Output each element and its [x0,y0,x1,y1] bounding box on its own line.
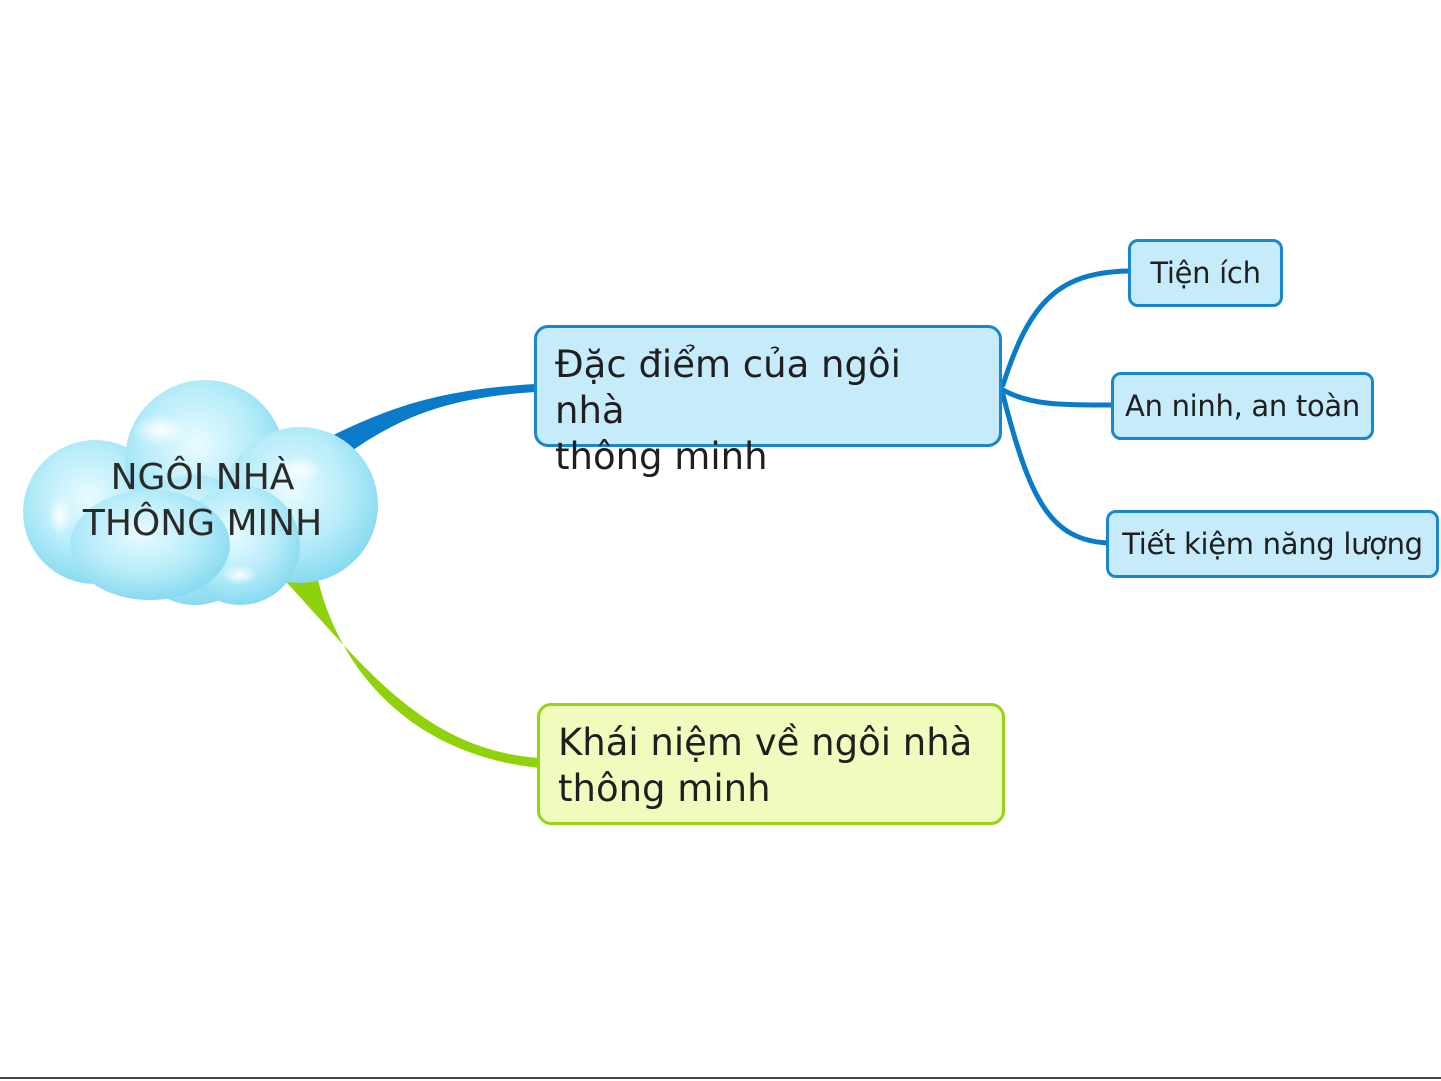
subtopic-security-safety[interactable]: An ninh, an toàn [1111,372,1374,440]
central-topic-label: NGÔI NHÀ THÔNG MINH [40,455,365,547]
subtopic-energy-saving[interactable]: Tiết kiệm năng lượng [1106,510,1439,578]
bottom-divider [0,1077,1441,1079]
leaf-connector-1 [1003,271,1130,385]
branch-connector-concept [275,570,540,768]
leaf-connector-3 [1003,395,1108,543]
leaf-connector-2 [1003,390,1112,405]
topic-features-line2: thông minh [555,434,981,480]
central-topic-line2: THÔNG MINH [40,501,365,547]
topic-features[interactable]: Đặc điểm của ngôi nhà thông minh [534,325,1002,447]
topic-concept-line2: thông minh [558,766,984,812]
topic-features-line1: Đặc điểm của ngôi nhà [555,342,981,434]
topic-concept-line1: Khái niệm về ngôi nhà [558,720,984,766]
topic-concept[interactable]: Khái niệm về ngôi nhà thông minh [537,703,1005,825]
central-topic-line1: NGÔI NHÀ [40,455,365,501]
subtopic-utility[interactable]: Tiện ích [1128,239,1283,307]
